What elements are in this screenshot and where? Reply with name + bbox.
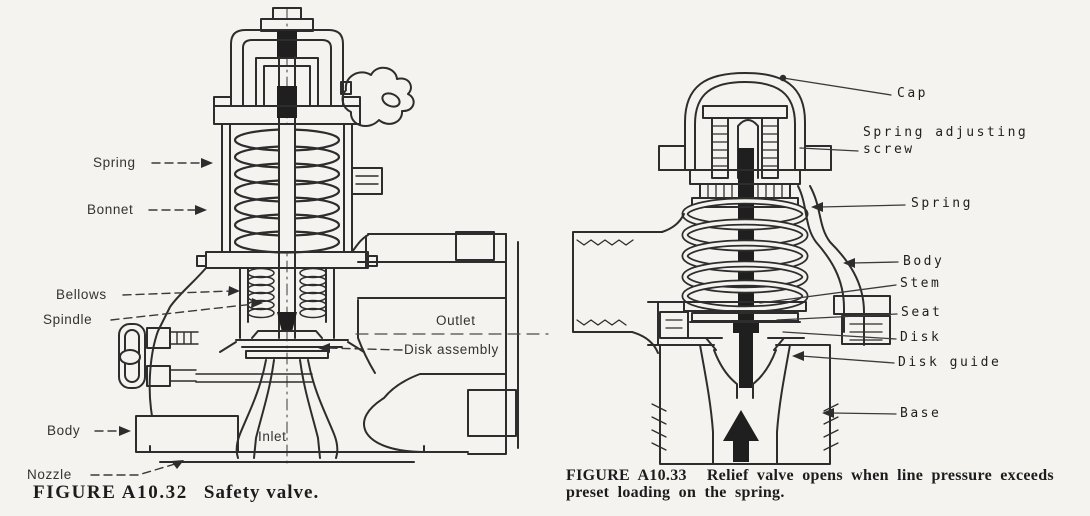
spindle-rod [278, 124, 296, 339]
label-disk: Disk [900, 330, 942, 345]
leader-arrows-right [779, 74, 855, 418]
label-spring-adjusting-screw: Spring adjusting screw [863, 125, 1029, 157]
label-disk-guide: Disk guide [898, 355, 1002, 370]
leader-lines-left [90, 162, 403, 476]
caption-right-text: Relief valve opens when line pressure ex… [566, 467, 1054, 502]
label-cap: Cap [897, 86, 928, 101]
stem-rod [738, 148, 754, 326]
label-base: Base [900, 406, 942, 421]
adjusting-screw [702, 105, 788, 179]
caption-left-number: FIGURE A10.32 [33, 482, 188, 503]
caption-figure-a10-32: FIGURE A10.32 Safety valve. [33, 482, 319, 504]
flow-arrow [723, 410, 759, 462]
relief-base [651, 344, 839, 465]
label-outlet: Outlet [436, 313, 476, 328]
leader-arrows-left [119, 158, 330, 469]
caption-left-text: Safety valve. [203, 482, 320, 503]
bonnet-housing [213, 105, 383, 253]
caption-right-number: FIGURE A10.33 [566, 467, 687, 484]
yoke [213, 29, 361, 107]
spindle-guide [255, 56, 319, 125]
test-lever [340, 66, 415, 127]
label-body-right: Body [903, 254, 945, 269]
seat-disk-area [685, 321, 805, 399]
label-spring-left: Spring [93, 155, 136, 170]
safety-valve-drawing [90, 7, 549, 476]
relief-body [797, 185, 891, 346]
label-seat: Seat [901, 305, 943, 320]
label-inlet: Inlet [258, 429, 287, 444]
label-disk-assembly: Disk assembly [404, 342, 499, 357]
relief-valve-drawing [572, 72, 906, 465]
inlet-pipe [572, 213, 701, 354]
disk-assembly-part [219, 330, 365, 359]
label-body-left: Body [47, 423, 81, 438]
label-spindle: Spindle [43, 312, 93, 327]
bellows-section [239, 267, 335, 339]
outlet-flange [355, 231, 549, 455]
label-stem: Stem [900, 276, 942, 291]
label-spring-right: Spring [911, 196, 973, 211]
label-bonnet: Bonnet [87, 202, 134, 217]
label-nozzle: Nozzle [27, 467, 72, 482]
label-bellows: Bellows [56, 287, 107, 302]
lever-bolt-assembly [118, 323, 313, 389]
leader-lines-right [759, 77, 906, 415]
